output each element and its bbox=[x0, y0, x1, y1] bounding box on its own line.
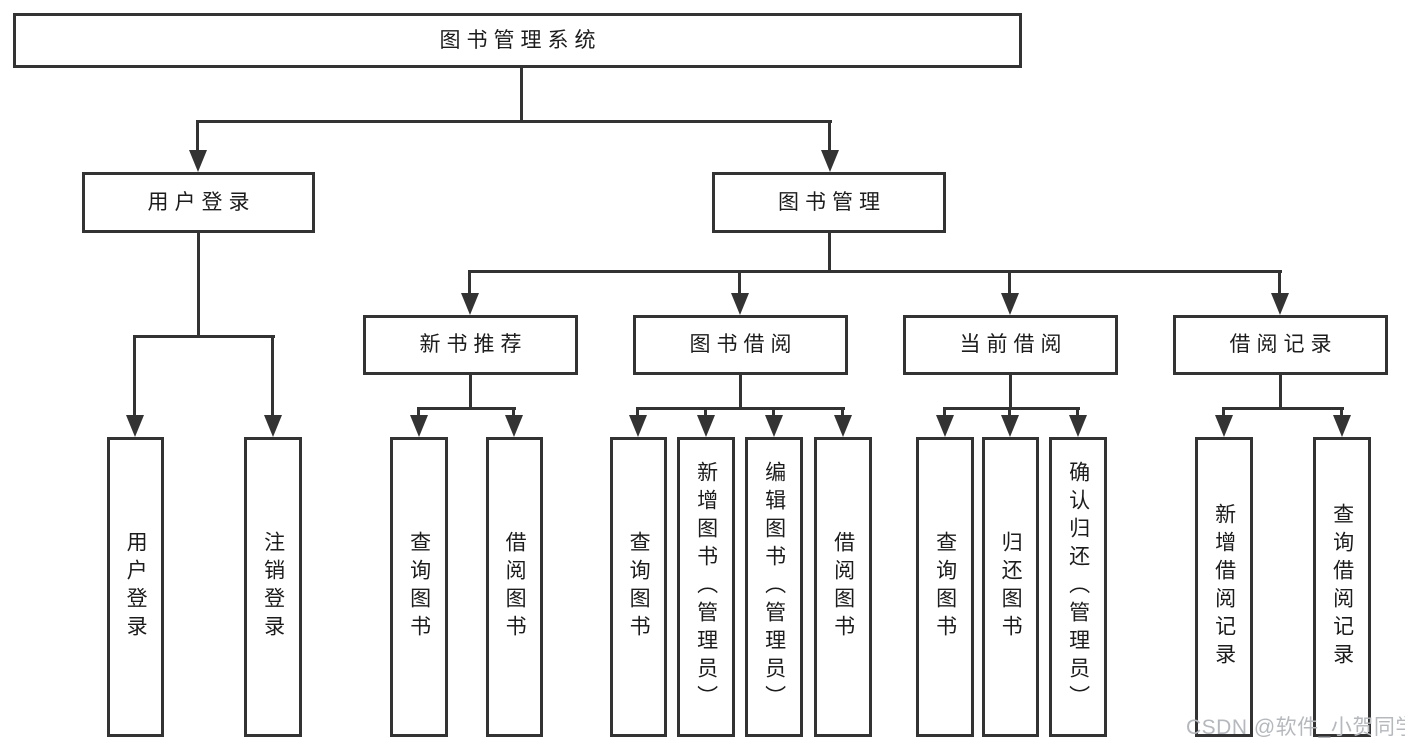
node-label: 借阅图书 bbox=[503, 531, 527, 643]
arrow-down-icon bbox=[834, 407, 852, 437]
node-new-book-recommend: 新书推荐 bbox=[363, 315, 578, 375]
node-label: 查询图书 bbox=[627, 531, 651, 643]
node-label: 新书推荐 bbox=[419, 333, 528, 357]
node-leaf-add-book: 新增图书（管理员） bbox=[677, 437, 735, 737]
arrow-down-icon bbox=[1001, 407, 1019, 437]
node-leaf-query-book-2: 查询图书 bbox=[610, 437, 667, 737]
connector-line bbox=[1009, 373, 1012, 409]
node-leaf-query-record: 查询借阅记录 bbox=[1313, 437, 1371, 737]
node-leaf-borrow-book-1: 借阅图书 bbox=[486, 437, 543, 737]
node-user-login-group: 用户登录 bbox=[82, 172, 315, 233]
arrow-down-icon bbox=[731, 270, 749, 315]
connector-line bbox=[197, 231, 200, 337]
connector-line bbox=[944, 407, 1080, 410]
node-label: 图书管理 bbox=[778, 190, 886, 214]
node-label: 归还图书 bbox=[999, 531, 1023, 643]
connector-line bbox=[197, 120, 832, 123]
node-leaf-add-record: 新增借阅记录 bbox=[1195, 437, 1253, 737]
arrow-down-icon bbox=[629, 407, 647, 437]
node-label: 查询图书 bbox=[933, 531, 957, 643]
node-book-borrowing: 图书借阅 bbox=[633, 315, 848, 375]
node-label: 用户登录 bbox=[147, 190, 256, 214]
csdn-watermark: CSDN @软件_小贺同学 bbox=[1186, 716, 1405, 739]
node-label: 查询图书 bbox=[407, 531, 431, 643]
connector-line bbox=[828, 231, 831, 272]
node-label: 借阅图书 bbox=[831, 531, 855, 643]
arrow-down-icon bbox=[697, 407, 715, 437]
connector-line bbox=[469, 373, 472, 409]
connector-line bbox=[1279, 373, 1282, 409]
node-current-borrowing: 当前借阅 bbox=[903, 315, 1118, 375]
node-label: 用户登录 bbox=[124, 531, 148, 643]
node-label: 注销登录 bbox=[261, 531, 285, 643]
arrow-down-icon bbox=[1215, 407, 1233, 437]
arrow-down-icon bbox=[821, 120, 839, 172]
node-label: 新增图书（管理员） bbox=[694, 461, 718, 713]
node-leaf-user-login: 用户登录 bbox=[107, 437, 164, 737]
arrow-down-icon bbox=[765, 407, 783, 437]
node-leaf-borrow-book-2: 借阅图书 bbox=[814, 437, 872, 737]
node-label: 查询借阅记录 bbox=[1330, 503, 1354, 671]
node-borrowing-records: 借阅记录 bbox=[1173, 315, 1388, 375]
connector-line bbox=[1222, 407, 1344, 410]
connector-line bbox=[739, 373, 742, 409]
arrow-down-icon bbox=[410, 407, 428, 437]
node-label: 新增借阅记录 bbox=[1212, 503, 1236, 671]
connector-line bbox=[134, 335, 275, 338]
arrow-down-icon bbox=[126, 335, 144, 437]
node-book-management: 图书管理 bbox=[712, 172, 946, 233]
arrow-down-icon bbox=[1271, 270, 1289, 315]
node-label: 图书借阅 bbox=[689, 333, 798, 357]
node-leaf-query-book-3: 查询图书 bbox=[916, 437, 974, 737]
arrow-down-icon bbox=[1333, 407, 1351, 437]
node-label: 当前借阅 bbox=[959, 333, 1068, 357]
connector-line bbox=[469, 270, 1282, 273]
node-leaf-edit-book: 编辑图书（管理员） bbox=[745, 437, 803, 737]
arrow-down-icon bbox=[1001, 270, 1019, 315]
node-leaf-return-book: 归还图书 bbox=[982, 437, 1039, 737]
arrow-down-icon bbox=[264, 335, 282, 437]
arrow-down-icon bbox=[1069, 407, 1087, 437]
node-leaf-query-book-1: 查询图书 bbox=[390, 437, 448, 737]
connector-line bbox=[637, 407, 845, 410]
node-leaf-logout: 注销登录 bbox=[244, 437, 302, 737]
node-leaf-confirm-return: 确认归还（管理员） bbox=[1049, 437, 1107, 737]
node-label: 图书管理系统 bbox=[439, 28, 602, 52]
node-root: 图书管理系统 bbox=[13, 13, 1022, 68]
node-label: 确认归还（管理员） bbox=[1066, 461, 1090, 713]
node-label: 借阅记录 bbox=[1229, 333, 1338, 357]
arrow-down-icon bbox=[936, 407, 954, 437]
arrow-down-icon bbox=[505, 407, 523, 437]
arrow-down-icon bbox=[189, 120, 207, 172]
arrow-down-icon bbox=[461, 270, 479, 315]
connector-line bbox=[418, 407, 516, 410]
node-label: 编辑图书（管理员） bbox=[762, 461, 786, 713]
connector-line bbox=[520, 66, 523, 122]
